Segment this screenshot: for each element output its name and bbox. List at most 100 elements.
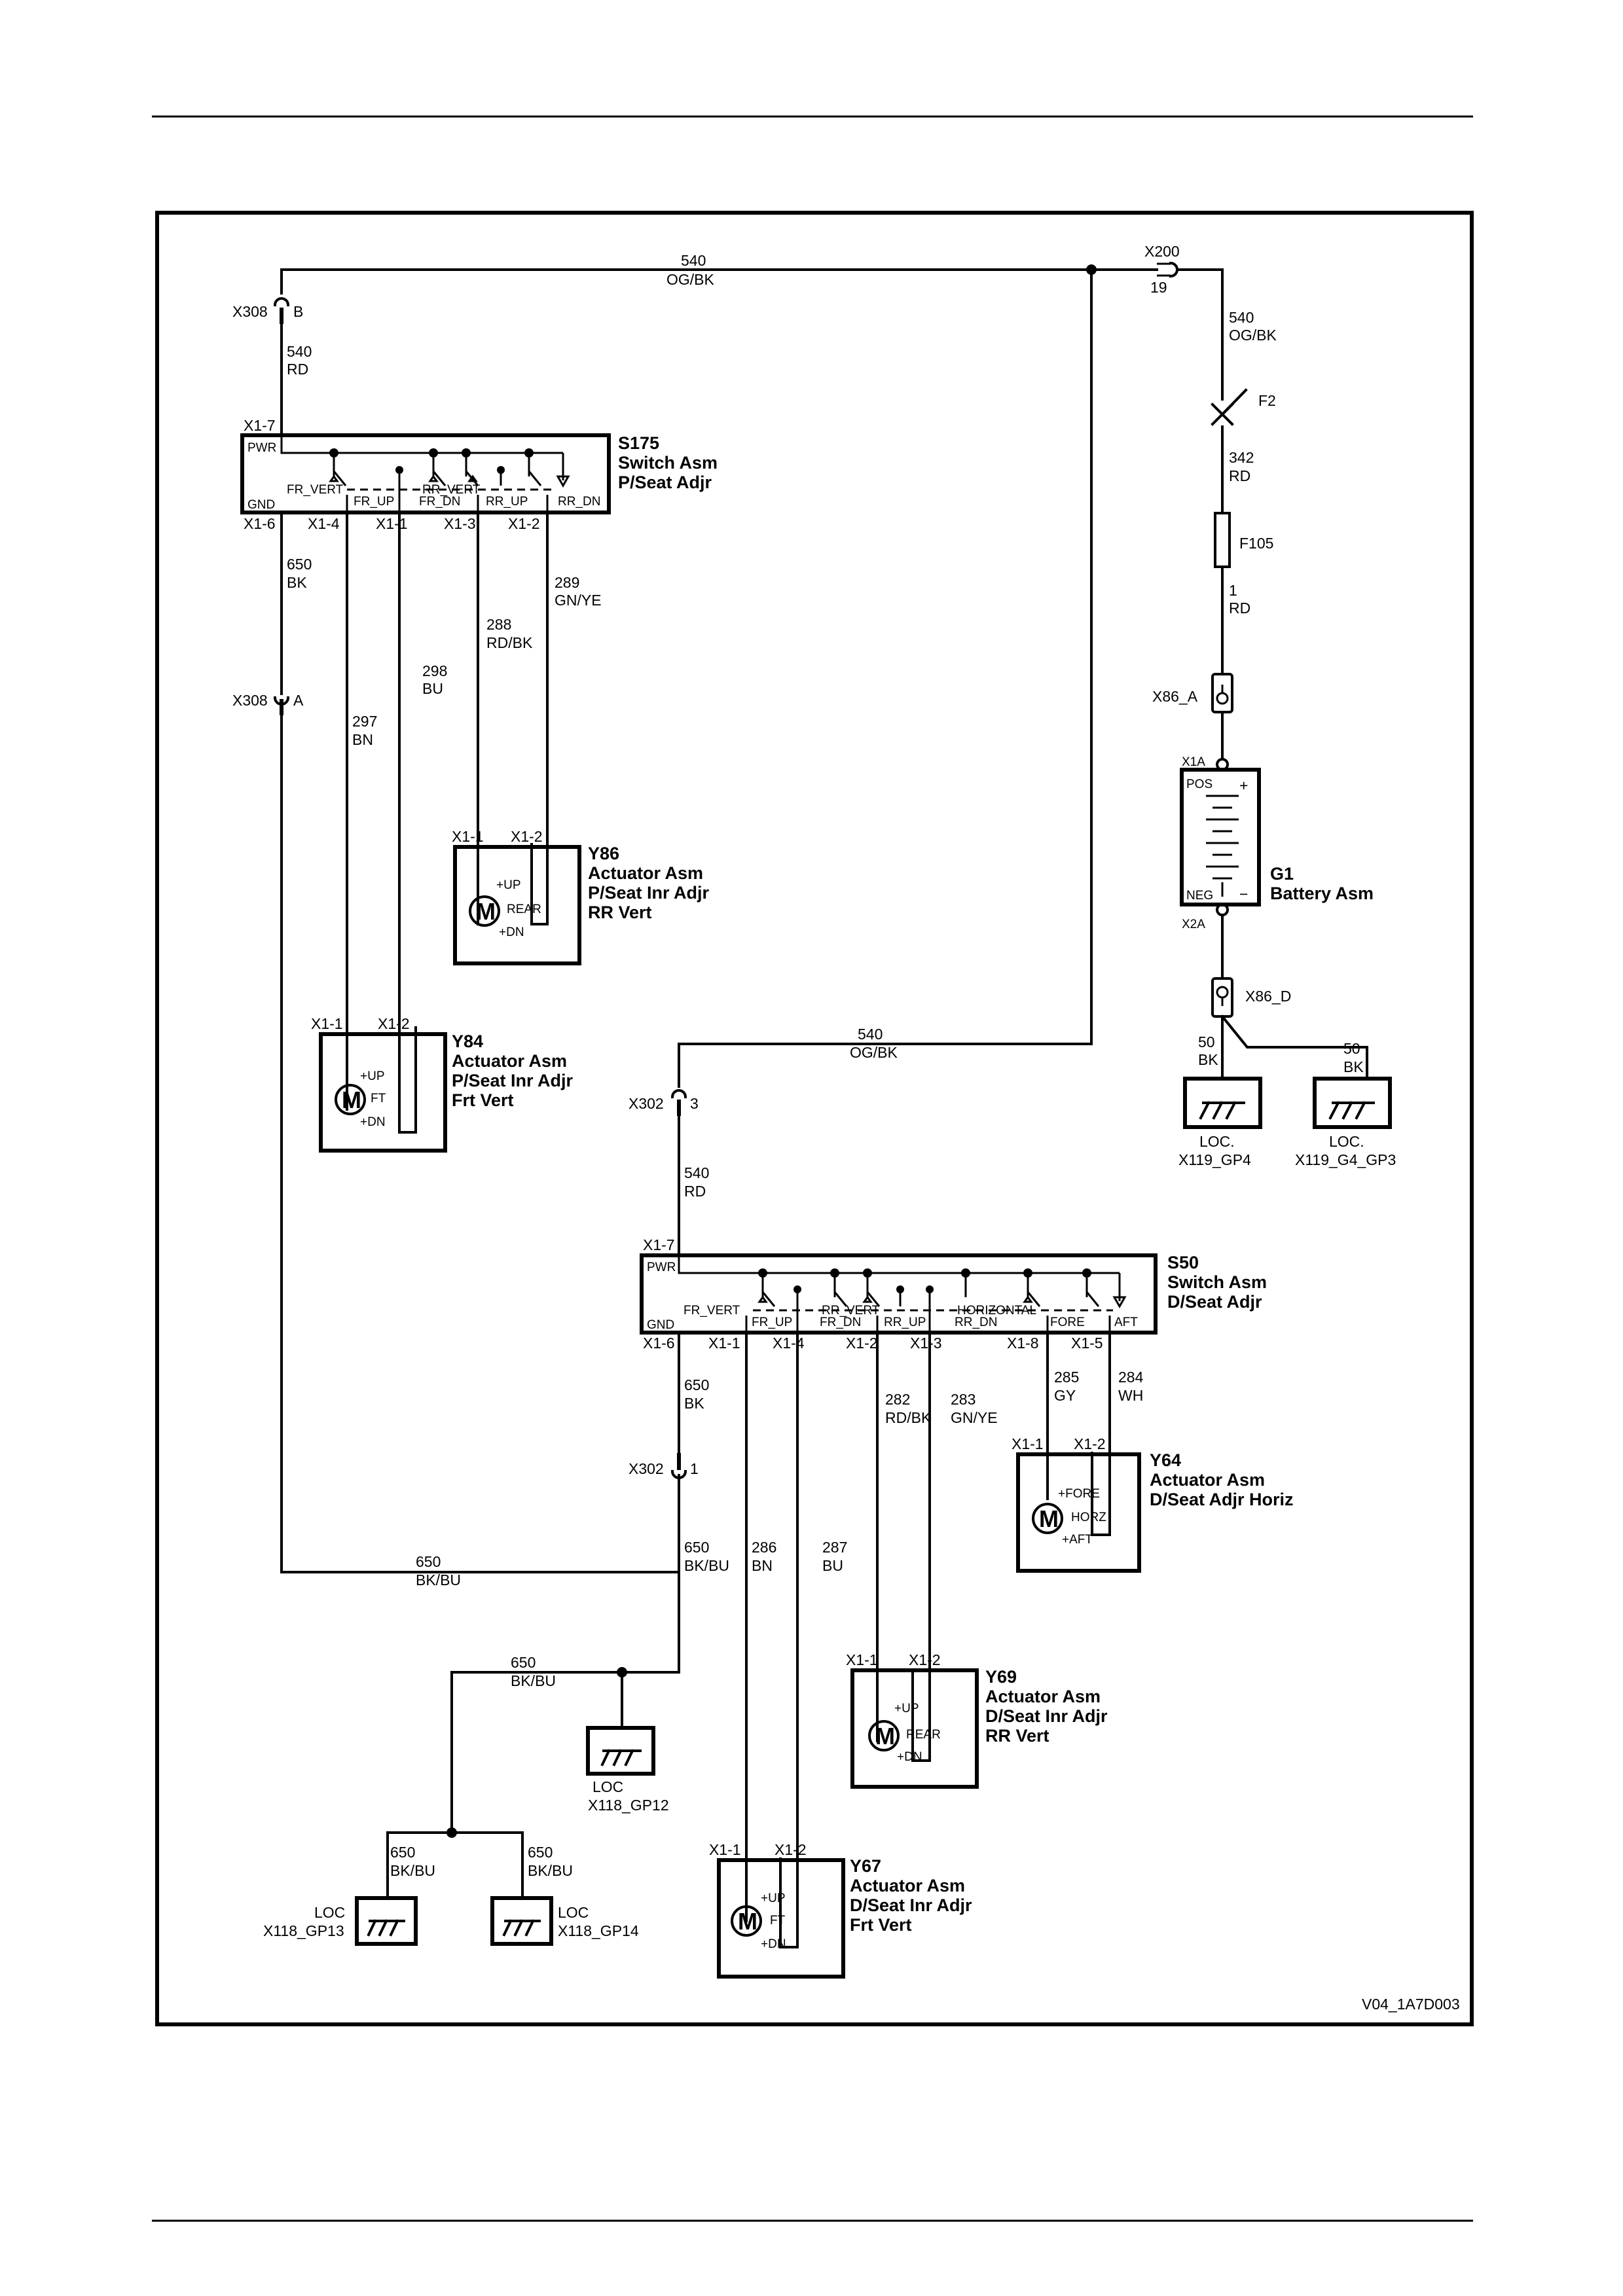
svg-text:+DN: +DN (761, 1937, 786, 1951)
actuator-y67: X1-1 X1-2 M +UP FT +DN Y67 Actuator Asm … (709, 1841, 972, 1979)
svg-text:298: 298 (422, 662, 447, 679)
svg-text:X1-2: X1-2 (909, 1651, 941, 1668)
wire-298: 298 BU (398, 511, 447, 1134)
svg-text:RR_VERT: RR_VERT (822, 1304, 880, 1318)
switch-s175: X1-7 PWR GND FR_VERT FR_UP RR_VERT FR_DN… (240, 417, 718, 532)
wire-284: 284 WH (1091, 1331, 1144, 1536)
svg-text:50: 50 (1343, 1040, 1360, 1057)
svg-text:BN: BN (352, 731, 373, 748)
svg-text:A: A (293, 692, 304, 709)
wire-650-bkbu-left: 650 BK/BU (416, 1553, 461, 1588)
svg-text:BK: BK (287, 574, 307, 591)
fuse-f105: F105 1 RD (1214, 512, 1273, 675)
svg-text:X308: X308 (232, 303, 268, 320)
svg-text:50: 50 (1198, 1033, 1215, 1050)
svg-text:X1-4: X1-4 (773, 1335, 805, 1352)
svg-text:FR_UP: FR_UP (354, 495, 394, 509)
svg-text:F2: F2 (1258, 392, 1276, 409)
svg-text:X1-1: X1-1 (709, 1841, 741, 1858)
svg-text:X200: X200 (1144, 243, 1180, 260)
svg-text:P/Seat Adjr: P/Seat Adjr (618, 473, 712, 492)
switch-s50: X1-7 PWR GND FR_VERT FR_UP RR_ (640, 1236, 1267, 1352)
svg-text:X1-1: X1-1 (708, 1335, 740, 1352)
svg-text:B: B (293, 303, 303, 320)
wire-297: 297 BN (346, 511, 377, 1111)
svg-text:POS: POS (1186, 778, 1213, 791)
svg-text:D/Seat Inr Adjr: D/Seat Inr Adjr (850, 1895, 972, 1915)
actuator-y86: X1-1 X1-2 M +UP REAR +DN Y86 Actuator As… (452, 828, 710, 965)
svg-text:+UP: +UP (761, 1892, 786, 1905)
wire-650-bkbu-gp14: 650 BK/BU (450, 1831, 573, 1899)
svg-text:FT: FT (371, 1092, 386, 1105)
svg-text:G1: G1 (1270, 864, 1294, 884)
svg-text:X1-2: X1-2 (775, 1841, 807, 1858)
svg-text:Y64: Y64 (1150, 1450, 1181, 1470)
svg-text:RD: RD (1229, 467, 1250, 484)
connector-x302-3: X302 3 (629, 1089, 699, 1116)
svg-text:X119_GP4: X119_GP4 (1178, 1151, 1251, 1168)
diagram-frame (155, 211, 1474, 2026)
svg-text:Switch Asm: Switch Asm (1167, 1272, 1267, 1292)
svg-text:540: 540 (1229, 309, 1254, 326)
svg-text:M: M (875, 1723, 895, 1749)
svg-text:X118_GP13: X118_GP13 (263, 1922, 344, 1939)
svg-text:X1-6: X1-6 (244, 515, 276, 532)
svg-text:HORIZONTAL: HORIZONTAL (957, 1304, 1036, 1318)
svg-text:RR_VERT: RR_VERT (422, 483, 481, 497)
wire-650-bkbu-mid: 650 BK/BU (621, 1474, 729, 1674)
connector-x308a: X308 A (232, 692, 304, 715)
svg-text:650: 650 (684, 1376, 709, 1393)
svg-text:+DN: +DN (360, 1115, 386, 1129)
svg-text:540: 540 (681, 252, 706, 269)
wire-540-f2: 540 OG/BK (1176, 268, 1277, 401)
wire-540-rd-left: 540 RD (280, 323, 312, 437)
svg-text:+UP: +UP (360, 1069, 385, 1083)
svg-text:BU: BU (822, 1557, 843, 1574)
wire-540-rd-mid: 540 RD (678, 1115, 709, 1257)
svg-text:+AFT: +AFT (1062, 1533, 1093, 1547)
svg-text:FORE: FORE (1050, 1316, 1085, 1329)
wire-285: 285 GY (1046, 1331, 1079, 1500)
svg-text:RD: RD (287, 361, 308, 378)
svg-text:540: 540 (684, 1164, 709, 1181)
svg-text:X1-2: X1-2 (511, 828, 543, 845)
svg-text:RD/BK: RD/BK (885, 1409, 932, 1426)
svg-text:−: − (1239, 886, 1248, 903)
svg-text:M: M (1039, 1505, 1059, 1532)
wire-540-mid: 540 OG/BK (678, 268, 1093, 1088)
svg-text:RD: RD (684, 1183, 706, 1200)
svg-text:+UP: +UP (894, 1702, 919, 1715)
svg-text:FR_UP: FR_UP (752, 1316, 792, 1329)
svg-text:LOC: LOC (314, 1904, 345, 1921)
svg-text:1: 1 (1229, 582, 1237, 599)
svg-text:BK: BK (1343, 1058, 1364, 1075)
wire-50-gp4: 50 BK (1198, 1015, 1224, 1080)
svg-text:Frt Vert: Frt Vert (452, 1090, 514, 1110)
svg-text:OG/BK: OG/BK (1229, 327, 1277, 344)
wire-288: 288 RD/BK (477, 511, 533, 839)
svg-text:M: M (476, 898, 496, 925)
svg-text:BK/BU: BK/BU (416, 1571, 461, 1588)
svg-text:RR_DN: RR_DN (955, 1316, 997, 1329)
svg-text:650: 650 (528, 1844, 553, 1861)
svg-text:BN: BN (752, 1557, 773, 1574)
svg-text:285: 285 (1054, 1369, 1079, 1386)
svg-text:Actuator Asm: Actuator Asm (1150, 1470, 1265, 1490)
svg-text:+UP: +UP (496, 878, 521, 892)
svg-text:M: M (342, 1086, 361, 1113)
svg-text:19: 19 (1150, 279, 1167, 296)
svg-text:650: 650 (511, 1654, 536, 1671)
svg-text:X119_G4_GP3: X119_G4_GP3 (1295, 1151, 1396, 1168)
svg-text:GN/YE: GN/YE (951, 1409, 998, 1426)
svg-text:BK: BK (1198, 1051, 1218, 1068)
svg-text:+DN: +DN (499, 925, 524, 939)
wire-286: 286 BN (745, 1331, 776, 1922)
svg-text:650: 650 (287, 556, 312, 573)
svg-text:S175: S175 (618, 433, 659, 453)
svg-text:X1-2: X1-2 (378, 1015, 410, 1032)
svg-text:X1-4: X1-4 (308, 515, 340, 532)
svg-text:WH: WH (1118, 1387, 1143, 1404)
svg-text:X1-2: X1-2 (508, 515, 540, 532)
svg-text:FT: FT (770, 1914, 786, 1928)
